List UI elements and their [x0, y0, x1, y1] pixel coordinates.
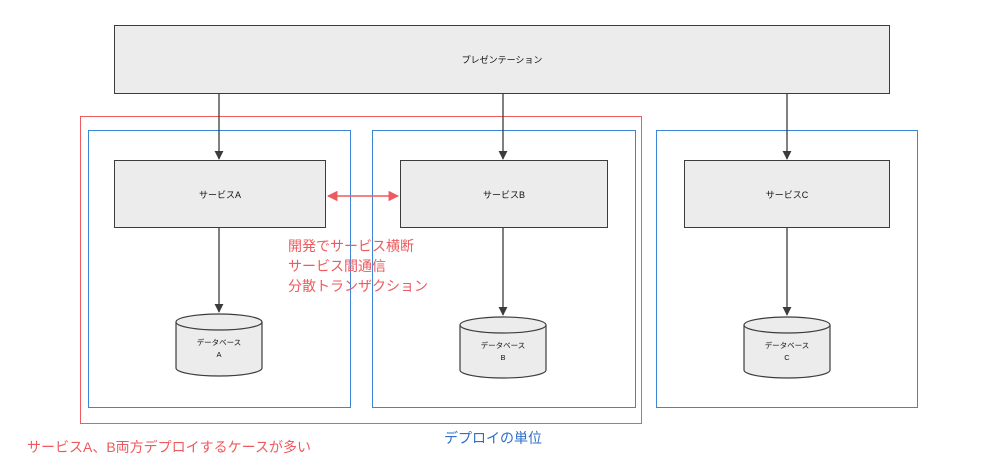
cross-service-note-3: 分散トランザクション — [288, 278, 428, 294]
database-b-label-1: データベース — [481, 340, 526, 350]
cross-service-note-1: 開発でサービス横断 — [288, 238, 414, 254]
presentation-label: プレゼンテーション — [461, 55, 543, 65]
service-c-label: サービスC — [765, 189, 809, 200]
database-a-label-1: データベース — [197, 337, 242, 347]
service-c-box: サービスC — [684, 160, 890, 228]
database-c-label-2: C — [784, 353, 790, 362]
presentation-box: プレゼンテーション — [114, 25, 890, 94]
database-a-cylinder: データベース A — [175, 313, 263, 377]
deploy-unit-frame-b — [372, 130, 636, 408]
database-b-cylinder: データベース B — [459, 316, 547, 379]
cross-service-notes: 開発でサービス横断 サービス間通信 分散トランザクション — [288, 236, 428, 296]
database-c-label-1: データベース — [765, 340, 810, 350]
database-b-label-2: B — [500, 353, 505, 362]
joint-deploy-caption: サービスA、B両方デプロイするケースが多い — [27, 439, 311, 455]
joint-deploy-frame — [80, 116, 642, 424]
service-a-label: サービスA — [198, 189, 241, 200]
deploy-unit-caption: デプロイの単位 — [444, 430, 542, 446]
cross-service-note-2: サービス間通信 — [288, 258, 386, 274]
service-b-box: サービスB — [400, 160, 608, 228]
service-a-box: サービスA — [114, 160, 326, 228]
service-b-label: サービスB — [482, 189, 525, 200]
database-a-label-2: A — [216, 350, 221, 359]
database-c-cylinder: データベース C — [743, 316, 831, 379]
